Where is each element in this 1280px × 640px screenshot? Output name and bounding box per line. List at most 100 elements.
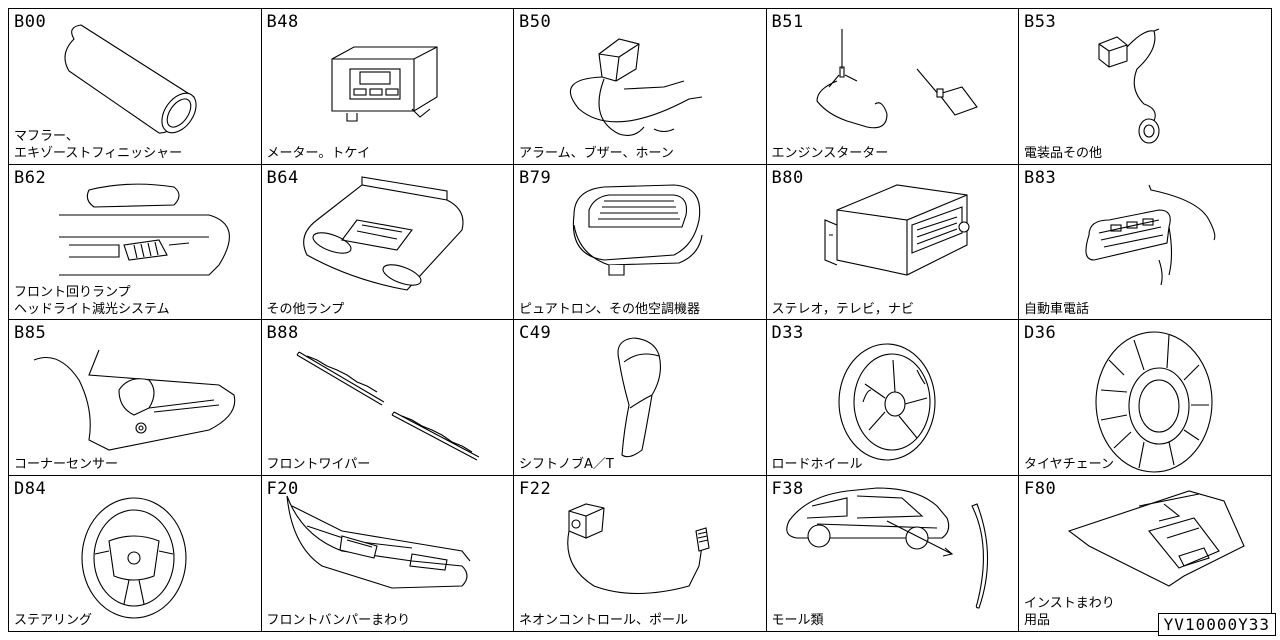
part-label: ネオンコントロール、ポール (519, 612, 688, 629)
part-label: フロントバンパーまわり (267, 612, 411, 629)
part-label-line: エンジンスターター (771, 146, 889, 161)
part-code: D33 (771, 323, 804, 343)
part-label: ロードホイール (772, 456, 863, 473)
electrical-part-icon (1098, 28, 1160, 144)
part-label-line: フロントバンパーまわり (266, 612, 411, 628)
part-label: ステアリング (14, 612, 92, 629)
part-label: 自動車電話 (1024, 301, 1089, 318)
car-stereo-icon (823, 183, 970, 276)
corner-sensor-icon (33, 349, 236, 451)
part-code: D84 (14, 478, 47, 499)
muffler-tip-icon (64, 24, 197, 134)
part-code: B53 (1024, 12, 1057, 32)
front-lamp-icon (59, 183, 230, 276)
part-cell-b50[interactable]: B50 アラーム、ブザー、ホーン (513, 8, 767, 165)
part-cell-b83[interactable]: B83 自動車電話 (1018, 163, 1272, 321)
molding-icon (785, 486, 988, 609)
steering-wheel-icon (81, 496, 187, 619)
part-label-line: モール類 (771, 612, 824, 628)
part-label: その他ランプ (267, 301, 345, 318)
part-label: アラーム、ブザー、ホーン (519, 145, 674, 162)
clock-meter-icon (330, 46, 438, 122)
part-code: B48 (266, 12, 299, 32)
part-label: モール類 (772, 612, 824, 629)
part-label: ステレオ，テレビ，ナビ (772, 301, 914, 318)
part-cell-d33[interactable]: D33 ロードホイール (765, 319, 1020, 476)
part-cell-d36[interactable]: D36 タイヤチェーン (1018, 319, 1272, 476)
part-cell-d84[interactable]: D84 ステアリング (8, 474, 262, 632)
part-label: メーター。トケイ (267, 145, 371, 162)
part-cell-b62[interactable]: B62 フロント回りランプヘッドライト減光システム (8, 163, 262, 321)
part-code: B64 (266, 167, 299, 188)
part-label-line: 用品 (1024, 612, 1051, 628)
road-wheel-icon (837, 343, 936, 461)
part-label-line: タイヤチェーン (1024, 457, 1114, 472)
part-cell-b48[interactable]: B48 メーター。トケイ (260, 8, 515, 165)
part-cell-b80[interactable]: B80 ステレオ，テレビ，ナビ (765, 163, 1020, 321)
part-label: フロント回りランプヘッドライト減光システム (14, 284, 170, 318)
part-label-line: ステレオ，テレビ，ナビ (771, 301, 914, 317)
part-code: C49 (519, 323, 552, 343)
part-label-line: エキゾーストフィニッシャー (14, 146, 183, 161)
neon-control-icon (567, 502, 710, 594)
part-label-line: フロント回りランプ (14, 284, 131, 300)
part-cell-b79[interactable]: B79 ピュアトロン、その他空調機器 (513, 163, 767, 321)
part-label: 電装品その他 (1024, 145, 1102, 162)
part-label-line: メーター。トケイ (266, 146, 371, 161)
part-label-line: 電装品その他 (1024, 146, 1103, 161)
part-code: B80 (771, 167, 804, 188)
part-label: フロントワイパー (267, 456, 371, 473)
shift-knob-icon (617, 337, 661, 458)
part-label-line: インストまわり (1024, 595, 1115, 611)
part-code: F38 (771, 478, 804, 499)
part-cell-b85[interactable]: B85 コーナーセンサー (8, 319, 262, 476)
part-code: D36 (1024, 323, 1057, 343)
tire-chain-icon (1095, 331, 1213, 473)
part-label-line: ロードホイール (771, 457, 863, 472)
part-label-line: ヘッドライト減光システム (14, 301, 170, 317)
reference-code: YV10000Y33 (1157, 613, 1276, 636)
part-label-line: その他ランプ (266, 301, 345, 317)
part-cell-b53[interactable]: B53 電装品その他 (1018, 8, 1272, 165)
part-code: B51 (771, 12, 804, 32)
part-label: ピュアトロン、その他空調機器 (519, 301, 700, 318)
engine-starter-icon (815, 29, 978, 129)
air-purifier-icon (572, 183, 703, 276)
part-label: シフトノブA／T (519, 456, 614, 473)
part-code: B79 (519, 167, 552, 188)
part-code: B83 (1024, 167, 1057, 188)
part-label: インストまわり用品 (1024, 595, 1115, 629)
part-cell-b51[interactable]: B51 エンジンスターター (765, 8, 1020, 165)
part-label-line: ステアリング (14, 612, 93, 628)
room-lamp-icon (302, 175, 463, 291)
part-cell-c49[interactable]: C49 シフトノブA／T (513, 319, 767, 476)
part-code: B85 (14, 323, 47, 343)
part-label: エンジンスターター (772, 145, 889, 162)
part-label-line: 自動車電話 (1024, 301, 1090, 317)
part-code: B88 (266, 323, 299, 343)
front-bumper-icon (285, 495, 470, 589)
part-label-line: シフトノブA／T (519, 457, 614, 472)
part-cell-f22[interactable]: F22 ネオンコントロール、ポール (513, 474, 767, 632)
part-code: B50 (519, 12, 552, 32)
part-cell-b64[interactable]: B64 その他ランプ (260, 163, 515, 321)
part-cell-b88[interactable]: B88 フロントワイパー (260, 319, 515, 476)
part-label: マフラー、エキゾーストフィニッシャー (14, 128, 182, 162)
part-label-line: フロントワイパー (266, 457, 371, 472)
part-code: F22 (519, 478, 552, 499)
part-cell-f38[interactable]: F38 モール類 (765, 474, 1020, 632)
instrument-panel-icon (1067, 489, 1245, 587)
part-label-line: アラーム、ブザー、ホーン (519, 146, 674, 161)
part-label-line: コーナーセンサー (14, 457, 119, 472)
part-label: タイヤチェーン (1024, 456, 1114, 473)
part-label-line: ネオンコントロール、ポール (519, 612, 689, 628)
part-label-line: ピュアトロン、その他空調機器 (519, 301, 700, 317)
part-code: B62 (14, 167, 47, 188)
horn-icon (569, 38, 703, 136)
wiper-blade-icon (296, 351, 479, 461)
car-phone-icon (1085, 184, 1216, 285)
